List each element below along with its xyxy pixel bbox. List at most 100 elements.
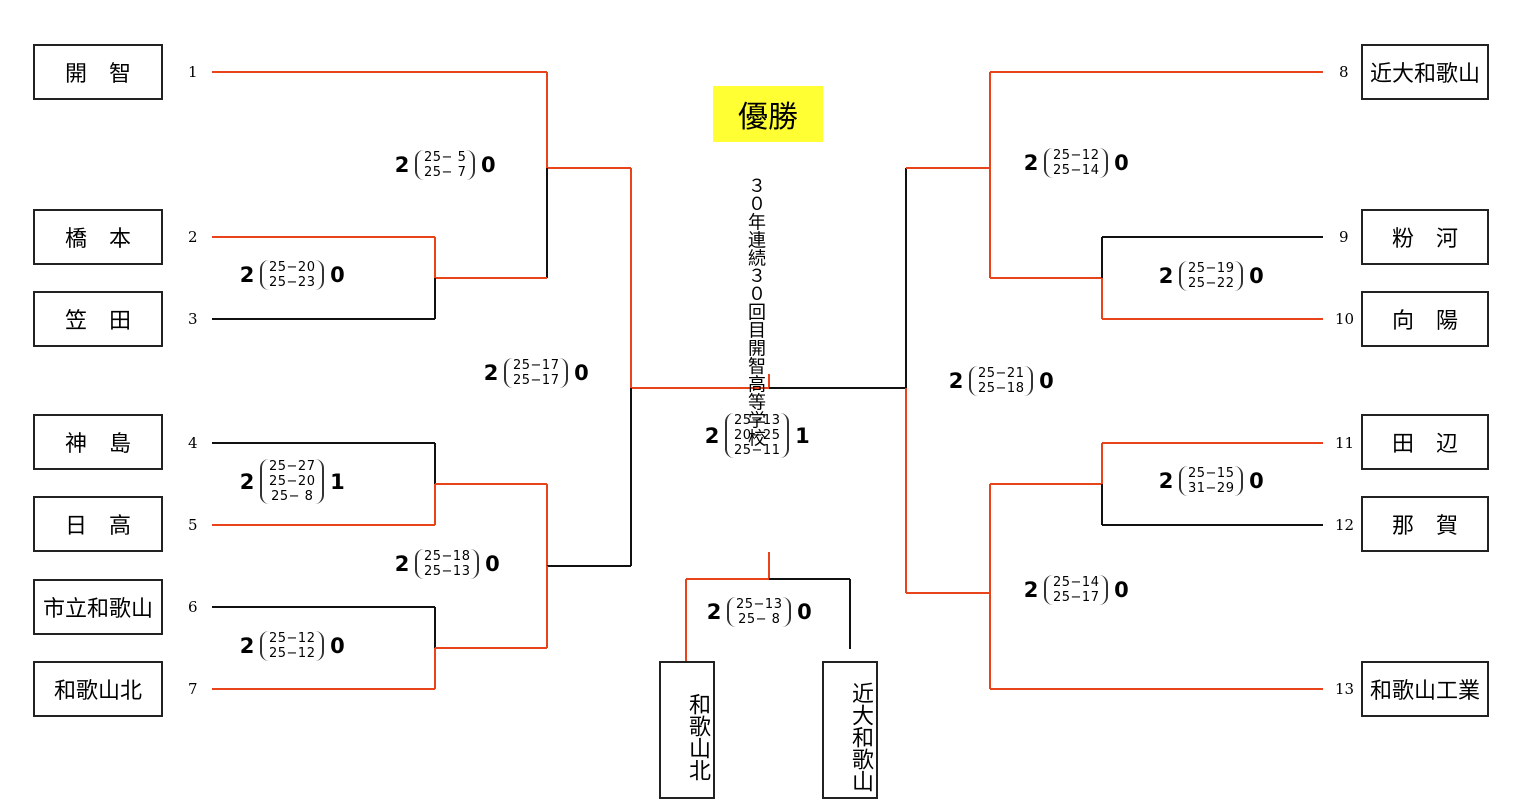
set-score: 25−11 [734, 443, 781, 458]
score-winner: 2 [706, 600, 722, 624]
set-score: 25−14 [1053, 575, 1100, 590]
team-kasada: 笠 田 [33, 291, 163, 347]
score-loser: 0 [1039, 369, 1054, 393]
third-place-wakayama-kita: 和歌山北 [659, 661, 715, 799]
team-hashimoto: 橋 本 [33, 209, 163, 265]
score-loser: 0 [481, 153, 496, 177]
score-winner: 2 [394, 153, 410, 177]
set-score: 25−17 [1053, 590, 1100, 605]
seed-number: 4 [188, 434, 198, 452]
seed-number: 2 [188, 228, 198, 246]
champion-record: ３０年連続３０回目開智高等学校 [742, 165, 794, 446]
set-score: 25−12 [269, 631, 316, 646]
set-score: 31−29 [1188, 481, 1235, 496]
seed-number: 1 [188, 63, 198, 81]
team-kaichi: 開 智 [33, 44, 163, 100]
seed-number: 10 [1335, 310, 1355, 328]
champion-label: 優勝 [713, 86, 823, 142]
score-loser: 0 [574, 361, 589, 385]
set-score: 20−25 [734, 428, 781, 443]
set-score: 25−18 [978, 381, 1025, 396]
team-naga: 那 賀 [1361, 496, 1489, 552]
seed-number: 5 [188, 516, 198, 534]
set-score: 25−15 [1188, 466, 1235, 481]
team-hidaka: 日 高 [33, 496, 163, 552]
set-score: 25−13 [424, 564, 471, 579]
score-winner: 2 [239, 469, 255, 494]
score-loser: 0 [797, 600, 812, 624]
score-loser: 0 [1249, 264, 1264, 288]
third-place-kindai-wakayama: 近大和歌山 [822, 661, 878, 799]
team-tanabe: 田 辺 [1361, 414, 1489, 470]
set-score: 25−14 [1053, 163, 1100, 178]
score-loser: 0 [1249, 469, 1264, 493]
team-kindai-wakayama: 近大和歌山 [1361, 44, 1489, 100]
team-kokawa: 粉 河 [1361, 209, 1489, 265]
score-loser: 0 [330, 263, 345, 287]
set-score: 25−17 [513, 373, 560, 388]
set-score: 25−21 [978, 366, 1025, 381]
score-winner: 2 [1158, 264, 1174, 288]
score-loser: 1 [795, 423, 810, 448]
seed-number: 8 [1339, 63, 1349, 81]
score-winner: 2 [394, 552, 410, 576]
team-wakayama-kita: 和歌山北 [33, 661, 163, 717]
score-winner: 2 [483, 361, 499, 385]
seed-number: 6 [188, 598, 198, 616]
set-score: 25−23 [269, 275, 316, 290]
score-winner: 2 [1158, 469, 1174, 493]
seed-number: 12 [1335, 516, 1355, 534]
set-score: 25−12 [1053, 148, 1100, 163]
score-loser: 0 [1114, 151, 1129, 175]
score-loser: 0 [1114, 578, 1129, 602]
seed-number: 13 [1335, 680, 1355, 698]
set-score: 25−13 [736, 597, 783, 612]
set-score: 25−13 [734, 413, 781, 428]
set-score: 25−22 [1188, 276, 1235, 291]
set-score: 25−18 [424, 549, 471, 564]
score-loser: 1 [330, 469, 345, 494]
set-score: 25−19 [1188, 261, 1235, 276]
score-winner: 2 [1023, 578, 1039, 602]
team-shiritsu-wakayama: 市立和歌山 [33, 579, 163, 635]
score-loser: 0 [330, 634, 345, 658]
score-winner: 2 [239, 263, 255, 287]
set-score: 25− 8 [738, 612, 781, 627]
set-score: 25−20 [269, 260, 316, 275]
score-loser: 0 [485, 552, 500, 576]
score-winner: 2 [704, 423, 720, 448]
score-winner: 2 [239, 634, 255, 658]
team-kamishima: 神 島 [33, 414, 163, 470]
set-score: 25−27 [269, 459, 316, 474]
score-winner: 2 [1023, 151, 1039, 175]
set-score: 25−12 [269, 646, 316, 661]
set-score: 25− 8 [271, 489, 314, 504]
team-wakayama-kogyo: 和歌山工業 [1361, 661, 1489, 717]
set-score: 25− 7 [424, 165, 467, 180]
seed-number: 3 [188, 310, 198, 328]
record-count-text: ３０年連続３０回目 [745, 176, 766, 339]
set-score: 25−20 [269, 474, 316, 489]
seed-number: 7 [188, 680, 198, 698]
